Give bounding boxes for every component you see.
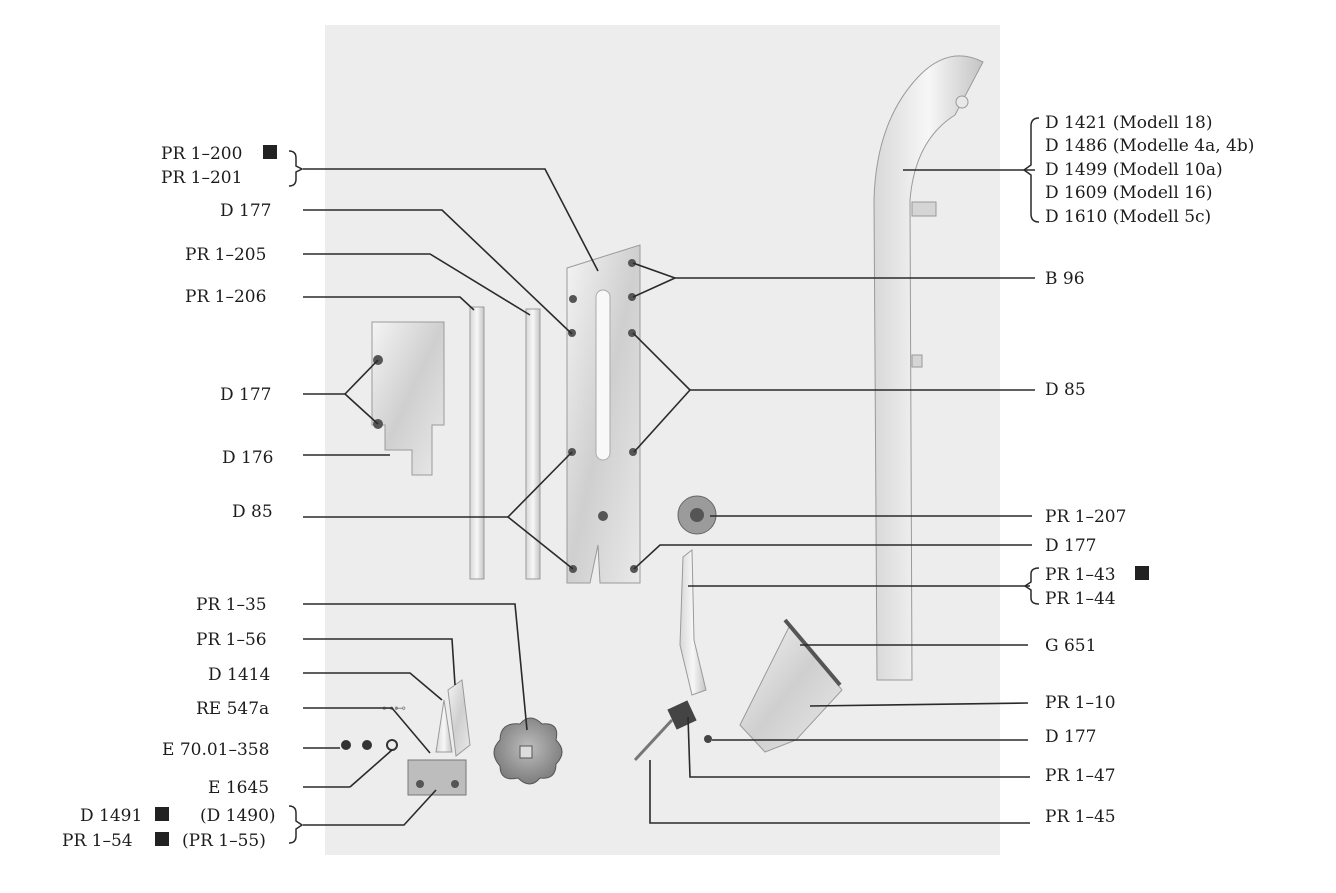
label-pr1-35: PR 1–35 — [196, 595, 267, 615]
label-d1421: D 1421 (Modell 18) — [1045, 113, 1212, 133]
guard-tab-1 — [911, 201, 937, 217]
label-d85-right: D 85 — [1045, 380, 1086, 400]
small-nut-part — [704, 735, 712, 743]
label-d177-c: D 177 — [1045, 536, 1096, 556]
brace-pr1-43 — [1023, 567, 1040, 605]
marker-pr1-200 — [263, 145, 277, 159]
mount-base-part — [407, 759, 467, 796]
label-pr1-200: PR 1–200 — [161, 144, 242, 164]
label-e1645: E 1645 — [208, 778, 269, 798]
label-e70: E 70.01–358 — [162, 740, 269, 760]
washers-part — [341, 739, 398, 751]
label-d1414: D 1414 — [208, 665, 270, 685]
marker-pr1-43 — [1135, 566, 1149, 580]
label-pr1-44: PR 1–44 — [1045, 589, 1116, 609]
label-pr1-207: PR 1–207 — [1045, 507, 1126, 527]
label-pr1-43: PR 1–43 — [1045, 565, 1116, 585]
label-re547a: RE 547a — [196, 699, 269, 719]
label-d1491: D 1491 — [80, 806, 142, 826]
brace-d1421 — [1022, 117, 1040, 223]
label-d177-a: D 177 — [220, 201, 271, 221]
mount-base-hole-1 — [416, 780, 424, 788]
knob-hole — [519, 745, 533, 759]
label-pr1-10: PR 1–10 — [1045, 693, 1116, 713]
roller-hub — [690, 508, 704, 522]
label-d1486: D 1486 (Modelle 4a, 4b) — [1045, 136, 1254, 156]
brace-d1491 — [288, 805, 304, 844]
strip-part-1 — [469, 306, 485, 580]
small-bracket-part — [667, 700, 697, 730]
rod-part — [783, 618, 842, 687]
leader-lines — [303, 168, 1035, 826]
screw-part-glyph: ⊶⊷ — [382, 701, 406, 715]
mount-base-hole-2 — [451, 780, 459, 788]
label-d176: D 176 — [222, 448, 273, 468]
label-pr1-206: PR 1–206 — [185, 287, 266, 307]
clamp-part — [739, 624, 843, 753]
strip-part-2 — [525, 308, 541, 580]
label-g651: G 651 — [1045, 636, 1096, 656]
label-d1610: D 1610 (Modell 5c) — [1045, 207, 1211, 227]
label-d177-d: D 177 — [1045, 727, 1096, 747]
marker-pr1-54 — [155, 832, 169, 846]
label-d1609: D 1609 (Modell 16) — [1045, 183, 1212, 203]
guard-tab-2 — [911, 354, 923, 368]
bent-arm-part — [679, 548, 707, 696]
label-d1499: D 1499 (Modell 10a) — [1045, 160, 1223, 180]
label-pr1-47: PR 1–47 — [1045, 766, 1116, 786]
label-d177-b: D 177 — [220, 385, 271, 405]
label-d1490: (D 1490) — [200, 806, 276, 826]
pin-part — [633, 718, 674, 762]
label-pr1-54: PR 1–54 — [62, 831, 133, 851]
center-plate-slot — [595, 289, 611, 461]
label-pr1-56: PR 1–56 — [196, 630, 267, 650]
mount-plate-part — [447, 679, 471, 757]
label-b96: B 96 — [1045, 269, 1085, 289]
marker-d1491 — [155, 807, 169, 821]
label-d85-left: D 85 — [232, 502, 273, 522]
label-pr1-55: (PR 1–55) — [182, 831, 266, 851]
label-pr1-205: PR 1–205 — [185, 245, 266, 265]
label-pr1-201: PR 1–201 — [161, 168, 242, 188]
label-pr1-45: PR 1–45 — [1045, 807, 1116, 827]
wedge-part — [435, 699, 453, 753]
brace-pr1-200 — [288, 150, 304, 187]
guard-eye — [955, 95, 969, 109]
